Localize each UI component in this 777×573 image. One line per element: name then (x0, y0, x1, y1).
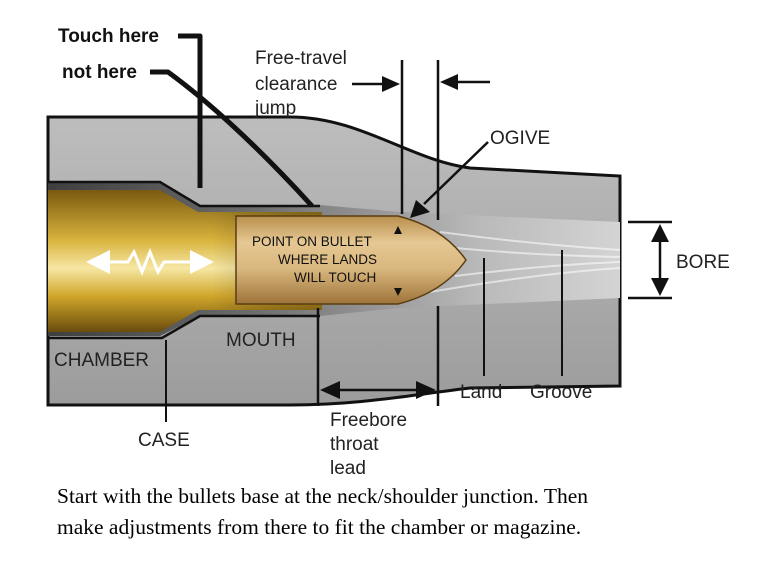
label-ogive: OGIVE (490, 128, 550, 149)
freebore-dimension (316, 306, 440, 406)
label-bore: BORE (676, 252, 730, 273)
label-freebore-2: throat (330, 434, 379, 455)
ogive-leader (410, 141, 489, 218)
bullet (235, 215, 467, 305)
not-here-leader (150, 69, 314, 208)
case-shoulder-outline (48, 180, 320, 208)
label-bullet-1: POINT ON BULLET (252, 234, 372, 249)
caption-line-2: make adjustments from there to fit the c… (57, 515, 581, 539)
label-freebore-1: Freebore (330, 410, 407, 431)
bore-dimension (628, 220, 672, 300)
label-free-travel-3: jump (254, 98, 296, 119)
rifling-lines (429, 231, 621, 293)
label-not-here: not here (62, 62, 137, 83)
case-shoulder-outline-lower (48, 314, 320, 340)
label-touch-here: Touch here (58, 26, 159, 47)
case-movement-arrow (86, 247, 214, 277)
label-free-travel-1: Free-travel (255, 48, 347, 69)
label-land: Land (460, 382, 502, 403)
label-chamber: CHAMBER (54, 350, 149, 371)
touch-here-leader (178, 33, 203, 188)
label-case: CASE (138, 430, 190, 451)
land-touch-markers (394, 226, 402, 296)
label-freebore-3: lead (330, 458, 366, 479)
label-groove: Groove (530, 382, 592, 403)
label-mouth: MOUTH (226, 330, 296, 351)
caption-line-1: Start with the bullets base at the neck/… (57, 484, 588, 508)
label-bullet-2: WHERE LANDS (278, 252, 377, 267)
label-free-travel-2: clearance (255, 74, 337, 95)
label-bullet-3: WILL TOUCH (294, 270, 376, 285)
free-travel-dimension (352, 60, 490, 220)
